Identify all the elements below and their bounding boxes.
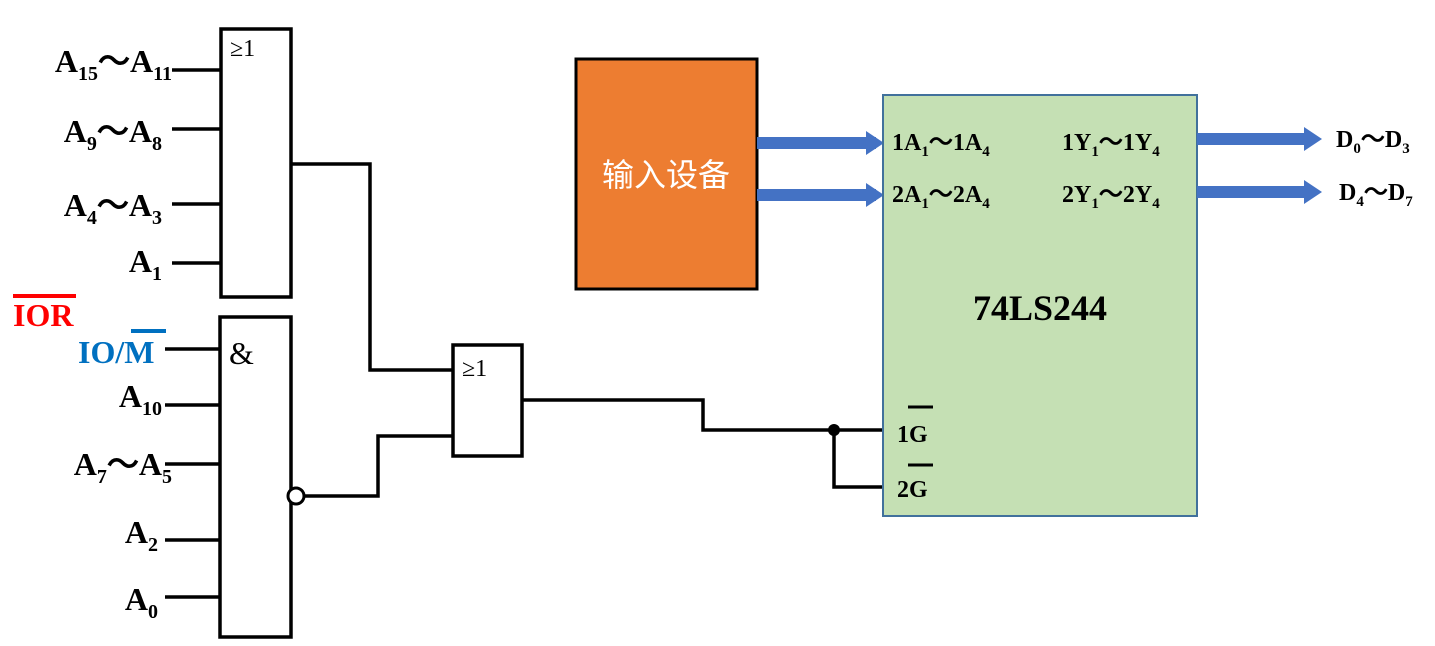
chip-pin-1g: 1G [897, 422, 928, 448]
chip-74ls244: 1A1～1A4 2A1～2A4 1Y1～1Y4 2Y1～2Y4 74LS244 … [882, 94, 1198, 517]
and-input-label-a10: A10 [119, 378, 162, 420]
wire-or2-to-1g [522, 398, 883, 432]
and-gate: & IOR IO/M A10 A7～A5 A2 A0 [13, 294, 306, 639]
output-label-d0-d3: D0～D3 [1336, 127, 1410, 157]
chip-pin-2g: 2G [897, 477, 928, 503]
bus-arrow-1-head [866, 131, 884, 155]
and-gate-symbol: & [229, 335, 254, 371]
or-gate-1-symbol: ≥1 [230, 36, 255, 62]
and-gate-body [218, 315, 293, 639]
or-gate-1: ≥1 A15～A11 A9～A8 A4～A3 A1 [55, 27, 293, 299]
or-gate-2-symbol: ≥1 [462, 356, 487, 382]
chip-pin-1y: 1Y1～1Y4 [1062, 130, 1160, 160]
io-m-label: IO/M [78, 334, 154, 370]
and-input-label-a7-a5: A7～A5 [74, 446, 172, 488]
or1-input-label-a4-a3: A4～A3 [64, 187, 162, 229]
bus-arrow-4-head [1304, 180, 1322, 204]
chip-pin-2a: 2A1～2A4 [892, 182, 990, 212]
input-device-label: 输入设备 [602, 156, 730, 194]
output-label-d4-d7: D4～D7 [1339, 180, 1413, 210]
or-gate-1-body [219, 27, 293, 299]
wire-junction-to-2g [832, 430, 883, 489]
or1-input-label-a1: A1 [129, 243, 162, 285]
bus-arrow-3-head [1304, 127, 1322, 151]
chip-pin-1a: 1A1～1A4 [892, 130, 990, 160]
chip-body [882, 94, 1198, 517]
wire-and-to-or2 [304, 434, 453, 498]
input-device: 输入设备 [574, 57, 759, 291]
bus-arrow-2-head [866, 183, 884, 207]
junction-dot [828, 424, 840, 436]
or1-input-label-a15-a11: A15～A11 [55, 43, 172, 85]
and-input-label-a2: A2 [125, 514, 158, 556]
chip-pin-2y: 2Y1～2Y4 [1062, 182, 1160, 212]
and-gate-inversion-bubble [286, 486, 306, 506]
wire-or1-to-or2 [291, 162, 453, 372]
ior-label: IOR [13, 297, 74, 333]
or-gate-2-body [451, 343, 524, 458]
or1-input-label-a9-a8: A9～A8 [64, 113, 162, 155]
and-input-label-a0: A0 [125, 581, 158, 623]
or-gate-2: ≥1 [451, 343, 524, 458]
chip-name: 74LS244 [973, 288, 1107, 328]
input-device-box [574, 57, 759, 291]
